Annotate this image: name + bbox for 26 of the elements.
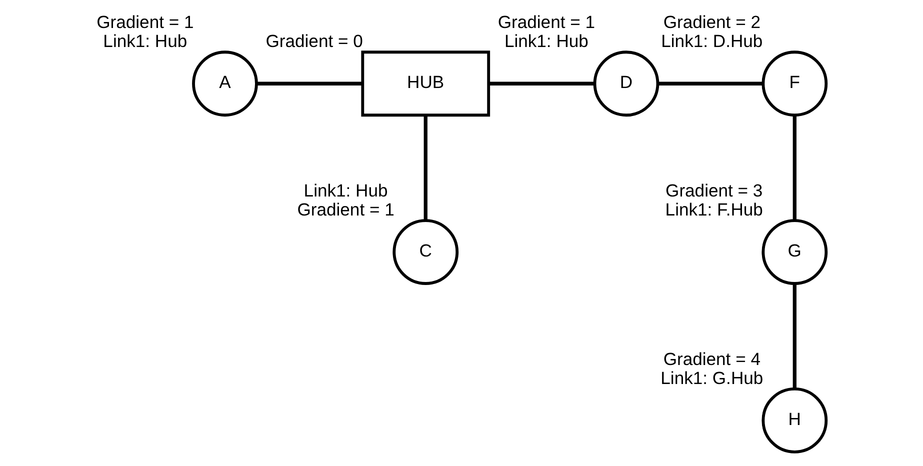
node-label: Link1: Hub (304, 180, 388, 201)
node-label: Gradient = 1 (96, 12, 194, 32)
node-circle: G (762, 219, 828, 285)
node-label: Gradient = 0 (266, 31, 363, 52)
node-label: Gradient = 3 (666, 180, 763, 201)
node-label: Gradient = 1 (498, 12, 596, 32)
node-circle: F (762, 50, 828, 117)
node-circle: H (762, 388, 828, 454)
connector (488, 82, 595, 86)
connector (792, 115, 796, 220)
node-box: HUB (361, 50, 490, 117)
connector (424, 115, 428, 220)
node-label: Link1: Hub (103, 31, 188, 52)
node-label: Gradient = 2 (663, 12, 760, 32)
connector (256, 82, 362, 86)
node-label: Gradient = 4 (663, 348, 760, 369)
node-label: Gradient = 1 (297, 200, 394, 220)
connector (792, 284, 796, 389)
node-label: Link1: G.Hub (660, 368, 764, 388)
connector (658, 82, 764, 86)
node-label: Link1: D.Hub (661, 31, 763, 52)
node-circle: C (392, 219, 459, 285)
node-circle: D (593, 50, 660, 117)
node-circle: A (192, 50, 258, 117)
node-label: Link1: F.Hub (665, 200, 763, 220)
node-label: Link1: Hub (504, 31, 588, 52)
